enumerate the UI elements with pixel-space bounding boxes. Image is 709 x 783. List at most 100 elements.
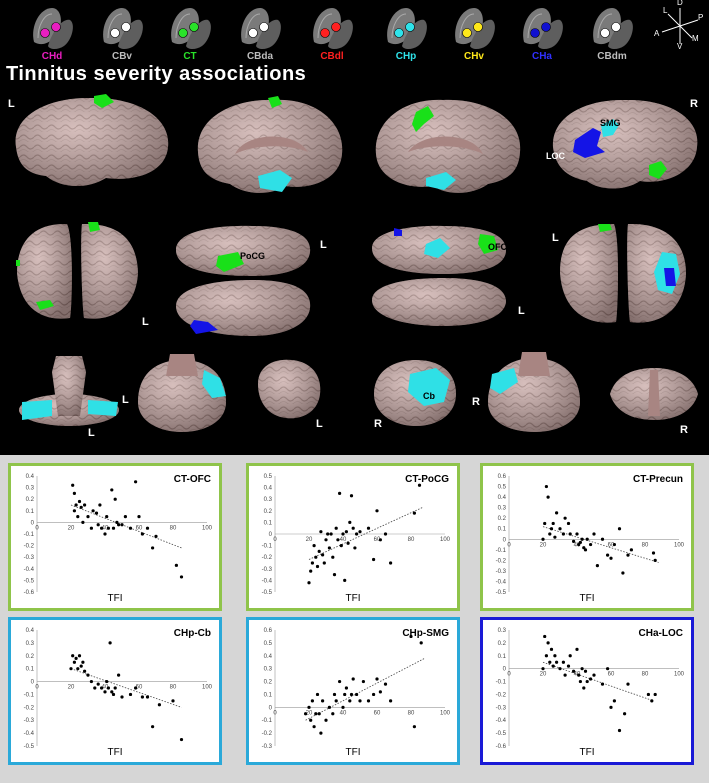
data-point (561, 660, 565, 664)
data-point (348, 520, 352, 524)
data-point (145, 526, 150, 530)
data-point (89, 526, 93, 530)
seed-label: CHp (395, 51, 417, 62)
seed-chp: CHp (376, 2, 436, 64)
data-point (580, 667, 584, 671)
x-tick-label: 0 (273, 537, 277, 543)
data-point (412, 511, 416, 515)
y-tick-label: 0.3 (264, 667, 273, 673)
data-point (83, 503, 87, 507)
x-tick-label: 60 (374, 710, 381, 716)
data-point (157, 703, 161, 707)
data-point (585, 537, 589, 541)
seed-label: CBv (111, 51, 132, 62)
side-label-l4: L (518, 305, 525, 317)
data-point (348, 699, 352, 703)
seed-cbdl: CBdl (302, 2, 362, 64)
data-point (375, 677, 379, 681)
y-tick-label: 0 (503, 537, 507, 543)
chart-title: CT-PoCG (405, 474, 449, 485)
y-tick-label: 0.1 (498, 527, 507, 533)
data-point (653, 692, 657, 697)
x-tick-label: 0 (507, 672, 511, 678)
data-point (76, 515, 80, 519)
x-axis-label: TFI (579, 593, 595, 604)
data-point (361, 679, 365, 684)
data-point (548, 660, 552, 664)
x-axis-label: TFI (345, 747, 361, 758)
data-point (558, 527, 562, 531)
y-tick-label: -0.5 (24, 744, 35, 750)
orientation-compass: D L P A M V (652, 0, 708, 52)
side-label-l7: L (122, 394, 129, 406)
data-point (549, 647, 554, 651)
brain-dorsal-ventral-left (176, 225, 311, 336)
data-point (128, 526, 133, 530)
compass-m-label: M (692, 34, 699, 43)
data-point (629, 548, 633, 552)
x-tick-label: 40 (340, 537, 347, 543)
chart-title: CT-OFC (173, 474, 211, 485)
data-point (86, 515, 90, 519)
data-point (358, 699, 362, 703)
y-tick-label: 0.2 (26, 654, 35, 660)
data-point (617, 527, 622, 531)
x-tick-label: 80 (170, 685, 177, 691)
data-point (351, 526, 355, 530)
data-point (324, 538, 328, 542)
x-tick-label: 20 (540, 672, 547, 678)
x-tick-label: 100 (202, 525, 213, 531)
y-tick-label: 0.4 (26, 628, 35, 634)
data-point (553, 654, 557, 658)
data-point (111, 526, 116, 530)
data-point (331, 712, 335, 716)
data-point (541, 537, 545, 541)
y-tick-label: -0.4 (262, 578, 273, 584)
region-label-ofc: OFC (488, 242, 507, 252)
data-point (310, 561, 314, 565)
y-tick-label: -0.1 (262, 544, 273, 550)
data-point (583, 669, 588, 673)
seed-ct: CT (160, 2, 220, 64)
data-point (117, 523, 121, 527)
y-tick-label: -0.1 (24, 532, 35, 538)
y-tick-label: -0.3 (24, 555, 35, 561)
y-tick-label: 0.2 (498, 516, 507, 522)
data-point (555, 660, 559, 664)
data-point (383, 532, 388, 536)
data-point (115, 520, 119, 524)
data-point (113, 686, 117, 690)
cerebellum-view-6 (610, 368, 698, 420)
data-point (123, 515, 127, 519)
y-tick-label: 0.5 (264, 641, 273, 647)
data-point (609, 556, 613, 560)
y-tick-label: 0 (31, 680, 35, 686)
data-point (319, 530, 323, 534)
cerebellum-view-2 (138, 354, 226, 432)
data-point (103, 532, 107, 536)
compass-axes-icon (661, 8, 699, 44)
data-point (171, 699, 175, 703)
data-point (71, 654, 75, 658)
data-point (89, 679, 93, 684)
data-point (338, 491, 342, 495)
chart-title: CHa-LOC (638, 628, 683, 639)
y-tick-label: -0.3 (262, 744, 273, 750)
data-point (81, 520, 85, 524)
x-tick-label: 60 (374, 537, 381, 543)
data-point (378, 538, 382, 542)
data-point (389, 699, 393, 703)
data-point (151, 725, 155, 729)
data-point (589, 542, 593, 547)
data-point (612, 699, 616, 703)
data-point (304, 712, 308, 716)
side-label-r3: R (472, 396, 480, 408)
seed-thumbnail-icon (33, 8, 73, 49)
data-point (343, 578, 347, 582)
x-axis-label: TFI (579, 747, 595, 758)
y-tick-label: 0 (269, 532, 273, 538)
